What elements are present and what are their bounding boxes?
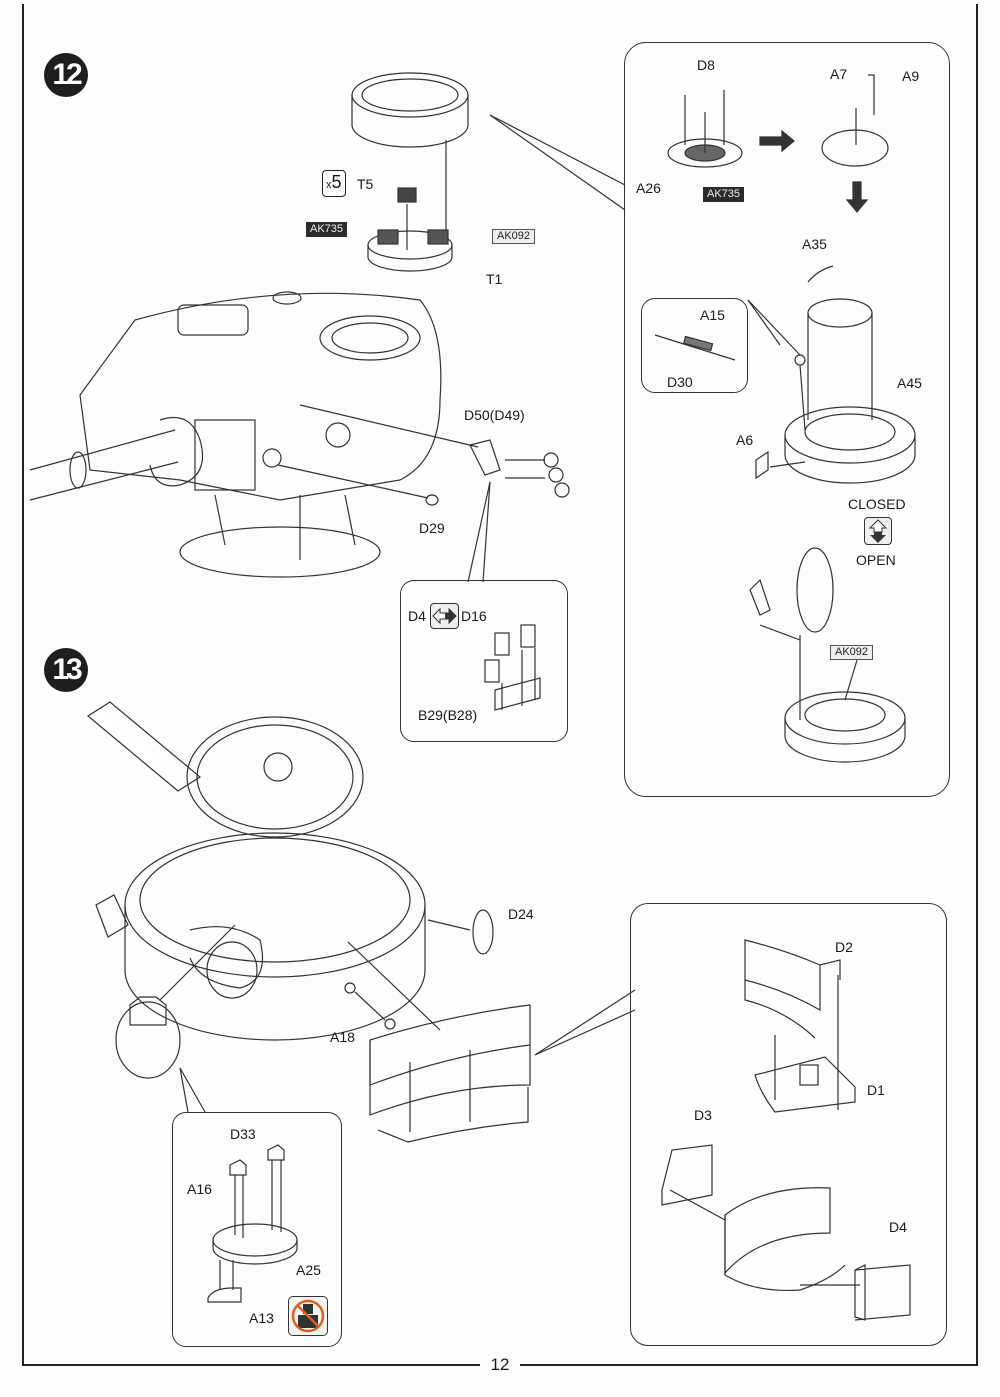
swap-arrows-icon (430, 603, 459, 629)
part-label-a13: A13 (249, 1310, 274, 1326)
part-label-a15: A15 (700, 307, 725, 323)
part-label-a7: A7 (830, 66, 848, 82)
paint-code-ak735: AK735 (703, 187, 745, 202)
page-number: 12 (480, 1354, 520, 1376)
a15-detail-callout (641, 298, 748, 393)
open-closed-arrows-icon (864, 517, 892, 545)
part-label-d2: D2 (835, 939, 853, 955)
part-label-a35: A35 (802, 236, 827, 252)
part-label-d29: D29 (419, 520, 445, 536)
open-state-label: OPEN (856, 552, 896, 568)
part-label-d3: D3 (694, 1107, 712, 1123)
paint-code-ak092: AK092 (830, 645, 874, 660)
paint-code-ak735: AK735 (306, 222, 348, 237)
quantity-badge: x5 (322, 170, 346, 197)
part-label-a26: A26 (636, 180, 661, 196)
part-label-a25: A25 (296, 1262, 321, 1278)
step-number-badge: 12 (44, 53, 88, 97)
part-label-d33: D33 (230, 1126, 256, 1142)
commander-hatch-callout (172, 1112, 342, 1347)
part-label-a16: A16 (187, 1181, 212, 1197)
part-label-d50: D50(D49) (464, 407, 525, 423)
closed-state-label: CLOSED (848, 496, 906, 512)
quantity-value: 5 (331, 172, 342, 192)
part-label-a45: A45 (897, 375, 922, 391)
hatch-assembly-callout (624, 42, 950, 797)
part-label-d30: D30 (667, 374, 693, 390)
part-label-d4-option: D4 (408, 608, 426, 624)
part-label-a6: A6 (736, 432, 754, 448)
part-label-d1: D1 (867, 1082, 885, 1098)
part-label-d8: D8 (697, 57, 715, 73)
part-label-t1: T1 (486, 271, 503, 287)
part-label-d4: D4 (889, 1219, 907, 1235)
part-label-b29: B29(B28) (418, 707, 478, 723)
paint-code-ak092: AK092 (492, 229, 536, 244)
quantity-prefix: x (326, 179, 332, 191)
no-glue-icon (288, 1296, 328, 1336)
part-label-t5: T5 (357, 176, 374, 192)
step-number-badge: 13 (44, 648, 88, 692)
part-label-a9: A9 (902, 68, 920, 84)
part-label-a18: A18 (330, 1029, 355, 1045)
smoke-discharger-callout (400, 580, 568, 742)
part-label-d16-option: D16 (461, 608, 487, 624)
part-label-d24: D24 (508, 906, 534, 922)
stowage-box-callout (630, 903, 947, 1346)
